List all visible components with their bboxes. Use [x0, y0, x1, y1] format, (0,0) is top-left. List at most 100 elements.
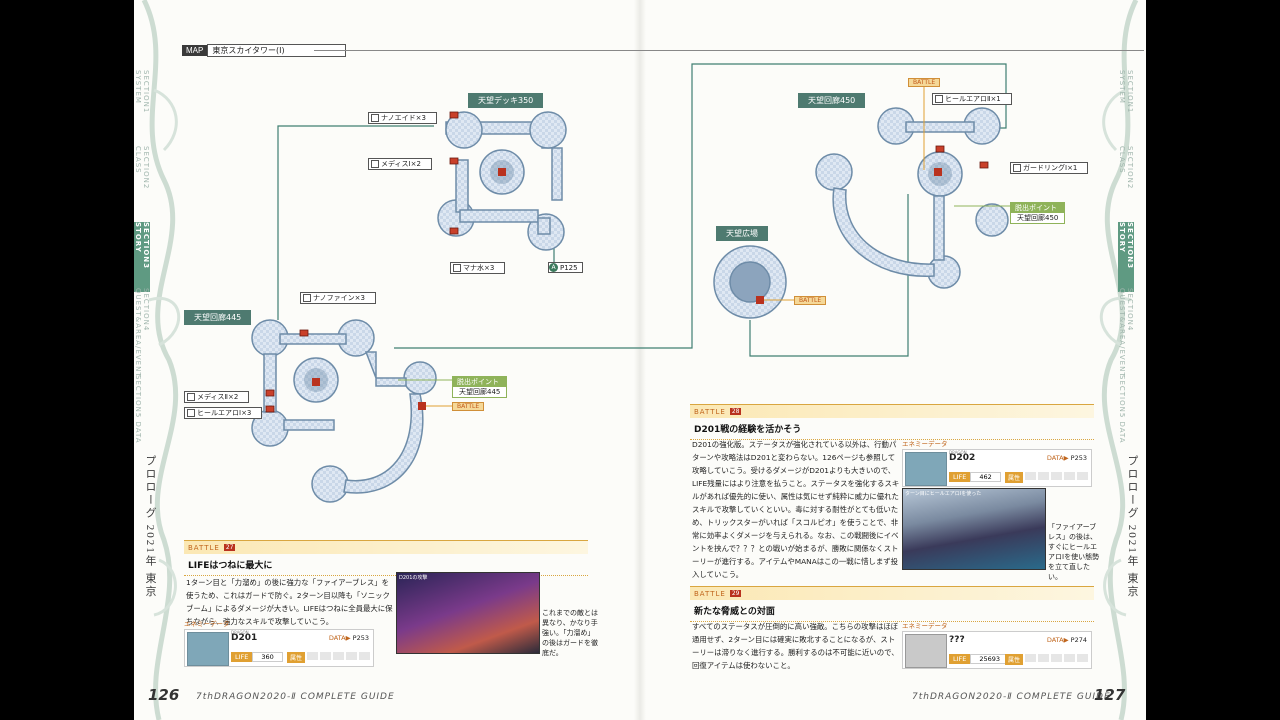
battle-header: BATTLE 27 [184, 540, 588, 554]
tab-class-right[interactable]: SECTION2 CLASS [1118, 146, 1134, 190]
battle-leader-lines [426, 86, 925, 407]
map-header-rule [314, 50, 1144, 51]
page-number-right: 127 [1094, 686, 1126, 704]
battle-28-caption: 「ファイアーブレス」の後は、すぐにヒールエアロⅠを使い態勢を立て直したい。 [1048, 523, 1100, 581]
tab-data-left[interactable]: SECTION5 DATA [134, 374, 142, 444]
dragon-icon [187, 632, 229, 666]
dragon-icon [905, 452, 947, 486]
battle-27-text: 1ターン目と「力溜め」の後に強力な「ファイアーブレス」を使うため、これはガードで… [186, 578, 393, 626]
item-nano-fine[interactable]: ナノファイン×3 [300, 292, 376, 304]
battle-header: BATTLE 28 [690, 404, 1094, 418]
battle-28-text: D201の強化版。ステータスが強化されている以外は、行動パターンや攻略法はD20… [692, 440, 900, 579]
map-battle-tag-29: BATTLE [794, 296, 827, 305]
tab-system-left[interactable]: SECTION1 SYSTEM [134, 70, 150, 114]
battle-title: 新たな脅威との対面 [690, 600, 1094, 622]
enemy-name: ??? [949, 635, 965, 645]
tab-story-right[interactable]: SECTION3 STORY [1118, 222, 1134, 292]
ref-page: P125 [560, 263, 578, 272]
enemy-type: DRAGON [949, 450, 967, 455]
attribute-field: 属性 [287, 652, 371, 663]
enemy-type: DRAGON [231, 630, 249, 635]
battle-27-section: BATTLE 27 LIFEはつねに最大に [184, 540, 588, 576]
exit-head: 脱出ポイント [453, 377, 507, 387]
corridor445-rooms [251, 319, 437, 503]
chapter-label-right: プロローグ 2021年 東京 [1126, 455, 1138, 599]
battle-29-text: すべてのステータスが圧倒的に高い強敵。こちらの攻撃はほぼ通用せず、2ターン目には… [692, 622, 899, 670]
page-reference[interactable]: A P125 [548, 262, 583, 273]
area-label-plaza: 天望広場 [716, 226, 768, 241]
exit-point-450[interactable]: 脱出ポイント 天望回廊450 [1010, 202, 1066, 224]
unknown-enemy-icon [905, 634, 947, 668]
enemy-name: D201 [231, 633, 258, 643]
guide-title-left: 7thDRAGON2020-Ⅱ COMPLETE GUIDE [196, 692, 395, 702]
area-label-deck350: 天望デッキ350 [468, 93, 544, 108]
enemy-data-header: エネミーデータ [902, 622, 948, 630]
battle-29-section: BATTLE 29 新たな脅威との対面 [690, 586, 1094, 622]
map-tag: MAP [182, 45, 208, 56]
battle-title: D201戦の経験を活かそう [690, 418, 1094, 440]
tab-story-left[interactable]: SECTION3 STORY [134, 222, 150, 292]
battle-27-caption: これまでの敵とは異なり、かなり手強い。「力溜め」の後はガードを徹底だ。 [542, 609, 598, 657]
right-section-tabs: SECTION1 SYSTEM SECTION2 CLASS SECTION3 … [1118, 70, 1146, 450]
map-battle-tag-28: BATTLE [908, 78, 941, 87]
page-number-left: 126 [148, 686, 180, 704]
left-vine-ornament [141, 0, 181, 720]
plaza-center [729, 261, 771, 303]
exit-point-445[interactable]: 脱出ポイント 天望回廊445 [452, 376, 508, 398]
battle-27-screenshot: D201の攻撃 [396, 572, 540, 654]
battle-label: BATTLE [694, 407, 726, 416]
page-gutter [634, 0, 646, 720]
battle-title: LIFEはつねに最大に [184, 554, 588, 576]
enemy-name: D202 [949, 453, 976, 463]
tab-data-right[interactable]: SECTION5 DATA [1118, 374, 1126, 444]
exit-head: 脱出ポイント [1011, 203, 1065, 213]
enemy-data-header: エネミーデータ [902, 440, 948, 448]
exit-leader-lines [398, 205, 1010, 381]
battle-28-screenshot: ターン目にヒールエアロⅠを使った [902, 488, 1046, 570]
area-label-corridor450: 天望回廊450 [798, 93, 866, 108]
enemy-data-link[interactable]: DATA▶ P253 [1046, 454, 1087, 462]
ref-letter-icon: A [549, 263, 558, 272]
right-vine-ornament [1099, 0, 1139, 720]
area-label-corridor445: 天望回廊445 [184, 310, 252, 325]
tab-quest-right[interactable]: SECTION4 QUEST&AREA/EVENT [1118, 288, 1134, 378]
attribute-field: 属性 [1005, 654, 1089, 665]
item-medis-b[interactable]: メディスⅡ×2 [184, 391, 250, 403]
item-heal-aero-b[interactable]: ヒールエアロⅡ×1 [932, 93, 1012, 105]
map-battle-tag-27: BATTLE [452, 402, 485, 411]
battle-number: 28 [729, 408, 742, 415]
item-guard-ring[interactable]: ガードリングⅠ×1 [1010, 162, 1089, 174]
enemy-data-header: エネミーデータ [184, 620, 230, 628]
guide-title-right: 7thDRAGON2020-Ⅱ COMPLETE GUIDE [912, 692, 1111, 702]
item-medis-a[interactable]: メディスⅠ×2 [368, 158, 432, 170]
battle-28-section: BATTLE 28 D201戦の経験を活かそう [690, 404, 1094, 440]
item-mana-water[interactable]: マナ水×3 [450, 262, 506, 274]
battle-number: 29 [729, 590, 742, 597]
screenshot-caption: D201の攻撃 [399, 575, 428, 581]
battle-markers [312, 168, 942, 410]
tab-class-left[interactable]: SECTION2 CLASS [134, 146, 150, 190]
battle-number: 27 [223, 544, 236, 551]
enemy-data-link[interactable]: DATA▶ P274 [1046, 636, 1087, 644]
tab-quest-left[interactable]: SECTION4 QUEST&AREA/EVENT [134, 288, 150, 378]
corridor450-rooms [815, 107, 1009, 289]
exit-value: 天望回廊445 [459, 388, 501, 396]
item-heal-aero-a[interactable]: ヒールエアロⅠ×3 [184, 407, 263, 419]
chapter-label-left: プロローグ 2021年 東京 [144, 455, 156, 599]
tab-system-right[interactable]: SECTION1 SYSTEM [1118, 70, 1134, 114]
attribute-field: 属性 [1005, 472, 1089, 483]
enemy-data-link[interactable]: DATA▶ P253 [328, 634, 369, 642]
item-nano-aid[interactable]: ナノエイド×3 [368, 112, 437, 124]
battle-header: BATTLE 29 [690, 586, 1094, 600]
battle-label: BATTLE [188, 543, 220, 552]
dungeon-map [251, 63, 1010, 503]
